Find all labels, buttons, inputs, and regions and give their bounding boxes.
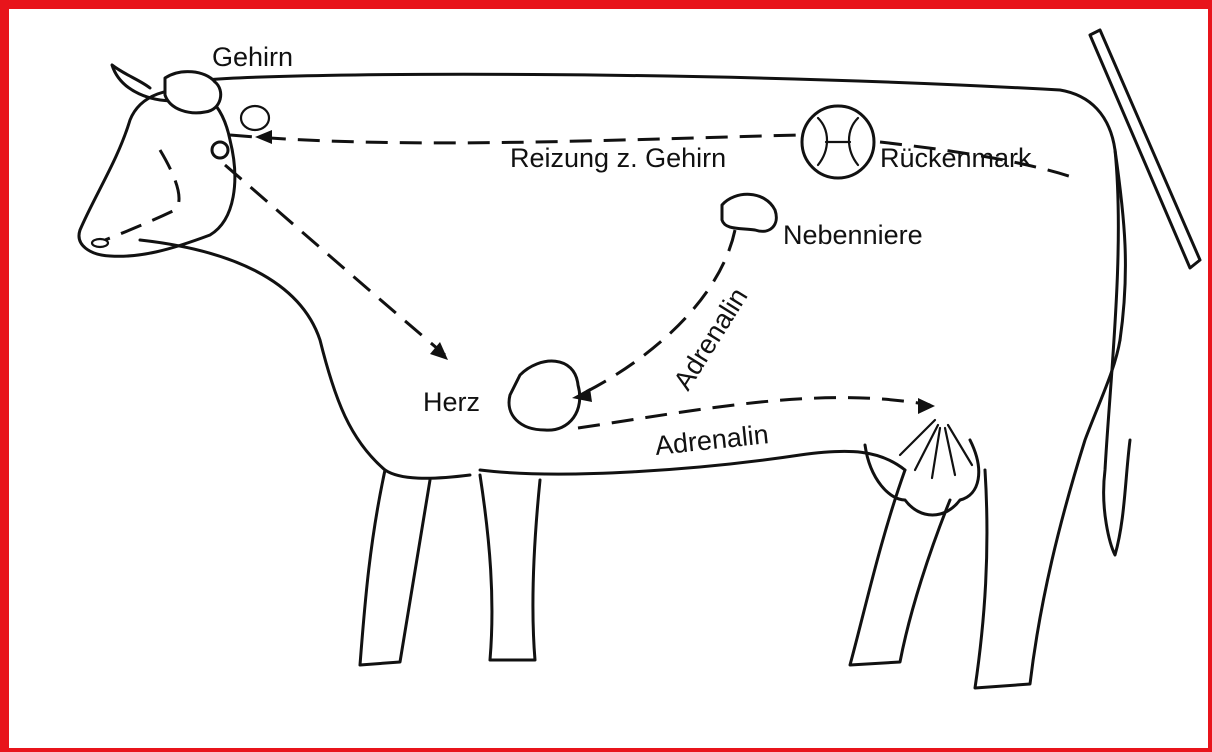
path-head-to-heart: [225, 165, 445, 355]
stick: [1090, 30, 1200, 268]
brain-organ: [165, 72, 221, 113]
arrow-to-brain: [255, 130, 272, 144]
udder: [865, 440, 979, 515]
label-heart: Herz: [423, 387, 480, 417]
gland-node: [212, 142, 228, 158]
udder-rays: [900, 420, 972, 478]
cow-neck-chest: [140, 240, 470, 478]
label-adrenaline-diagonal: Adrenalin: [668, 283, 754, 396]
label-adrenal-gland: Nebenniere: [783, 220, 923, 250]
label-brain: Gehirn: [212, 42, 293, 72]
arrow-to-udder: [918, 398, 935, 414]
front-leg-1: [360, 470, 430, 665]
cow-ear: [241, 106, 269, 130]
label-spinal-cord: Rückenmark: [880, 143, 1032, 173]
front-leg-2: [480, 475, 540, 660]
label-signal-to-brain: Reizung z. Gehirn: [510, 143, 726, 173]
path-brain-to-spine: [230, 135, 800, 143]
path-head-loop: [105, 150, 179, 240]
label-adrenaline-lower: Adrenalin: [653, 419, 770, 461]
hind-leg-2: [975, 340, 1120, 688]
cow-back-outline: [205, 74, 1125, 340]
cow-head: [79, 90, 235, 256]
heart-organ: [509, 361, 580, 430]
adrenal-gland-icon: [722, 194, 776, 231]
